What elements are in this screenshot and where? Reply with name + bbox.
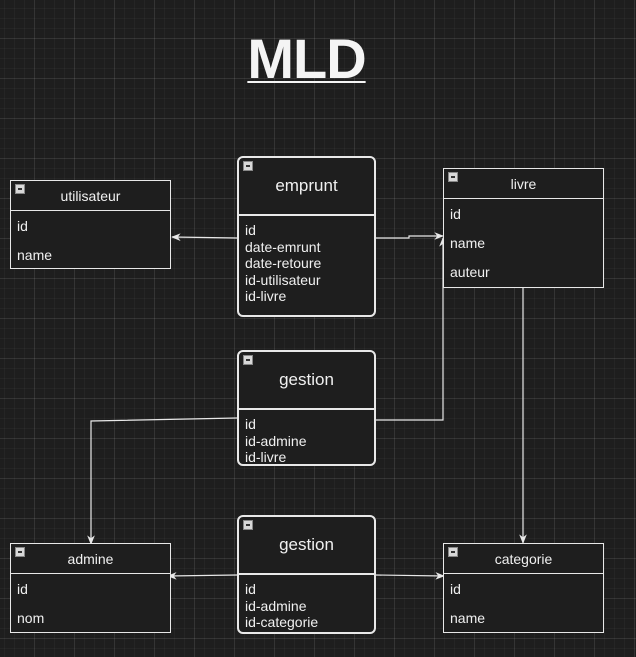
field-row: id-categorie <box>245 614 319 630</box>
entity-name: categorie <box>494 550 553 567</box>
relation-header[interactable]: gestion <box>239 352 374 410</box>
entity-header[interactable]: livre <box>444 169 603 199</box>
entity-header[interactable]: admine <box>11 544 170 574</box>
connector-gestion2-categorie[interactable] <box>374 572 445 580</box>
entity-name: utilisateur <box>60 187 121 204</box>
entity-admine[interactable]: admine id nom <box>10 543 171 633</box>
field-row: id <box>450 206 461 222</box>
field-row: nom <box>17 610 45 626</box>
field-row: name <box>450 610 486 626</box>
relation-name: emprunt <box>275 176 338 195</box>
connector-gestion-admine[interactable] <box>87 417 238 545</box>
entity-livre[interactable]: livre id name auteur <box>443 168 604 288</box>
relation-gestion-livre[interactable]: gestion id id-admine id-livre <box>237 350 376 466</box>
relation-emprunt[interactable]: emprunt id date-emrunt date-retoure id-u… <box>237 156 376 317</box>
field-row: id <box>17 581 28 597</box>
field-row: auteur <box>450 264 490 280</box>
field-row: name <box>17 247 53 263</box>
collapse-icon[interactable] <box>243 355 253 365</box>
collapse-icon[interactable] <box>15 184 25 194</box>
relation-name: gestion <box>279 535 334 554</box>
entity-name: admine <box>67 550 114 567</box>
connector-gestion2-admine[interactable] <box>167 572 238 580</box>
field-row: date-retoure <box>245 255 322 271</box>
collapse-icon[interactable] <box>448 172 458 182</box>
relation-name: gestion <box>279 370 334 389</box>
field-row: id <box>245 416 256 432</box>
field-row: id-admine <box>245 597 307 614</box>
entity-name: livre <box>510 175 537 192</box>
field-row: id-livre <box>245 449 287 465</box>
entity-utilisateur[interactable]: utilisateur id name <box>10 180 171 269</box>
field-row: id <box>245 581 256 597</box>
collapse-icon[interactable] <box>448 547 458 557</box>
entity-header[interactable]: utilisateur <box>11 181 170 211</box>
field-row: id <box>17 218 28 234</box>
field-row: id-admine <box>245 432 307 449</box>
field-row: name <box>450 235 486 251</box>
connector-emprunt-livre[interactable] <box>375 232 444 240</box>
diagram-title: MLD <box>247 27 366 90</box>
field-row: id <box>245 222 256 238</box>
collapse-icon[interactable] <box>243 161 253 171</box>
entity-header[interactable]: categorie <box>444 544 603 574</box>
entity-categorie[interactable]: categorie id name <box>443 543 604 633</box>
collapse-icon[interactable] <box>15 547 25 557</box>
connector-gestion-livre[interactable] <box>375 237 447 421</box>
collapse-icon[interactable] <box>243 520 253 530</box>
relation-gestion-categorie[interactable]: gestion id id-admine id-categorie <box>237 515 376 634</box>
relation-header[interactable]: emprunt <box>239 158 374 216</box>
field-row: id-utilisateur <box>245 271 321 288</box>
connector-emprunt-utilisateur[interactable] <box>171 233 238 241</box>
field-row: id <box>450 581 461 597</box>
relation-header[interactable]: gestion <box>239 517 374 575</box>
field-row: id-livre <box>245 288 287 304</box>
field-row: date-emrunt <box>245 238 321 255</box>
